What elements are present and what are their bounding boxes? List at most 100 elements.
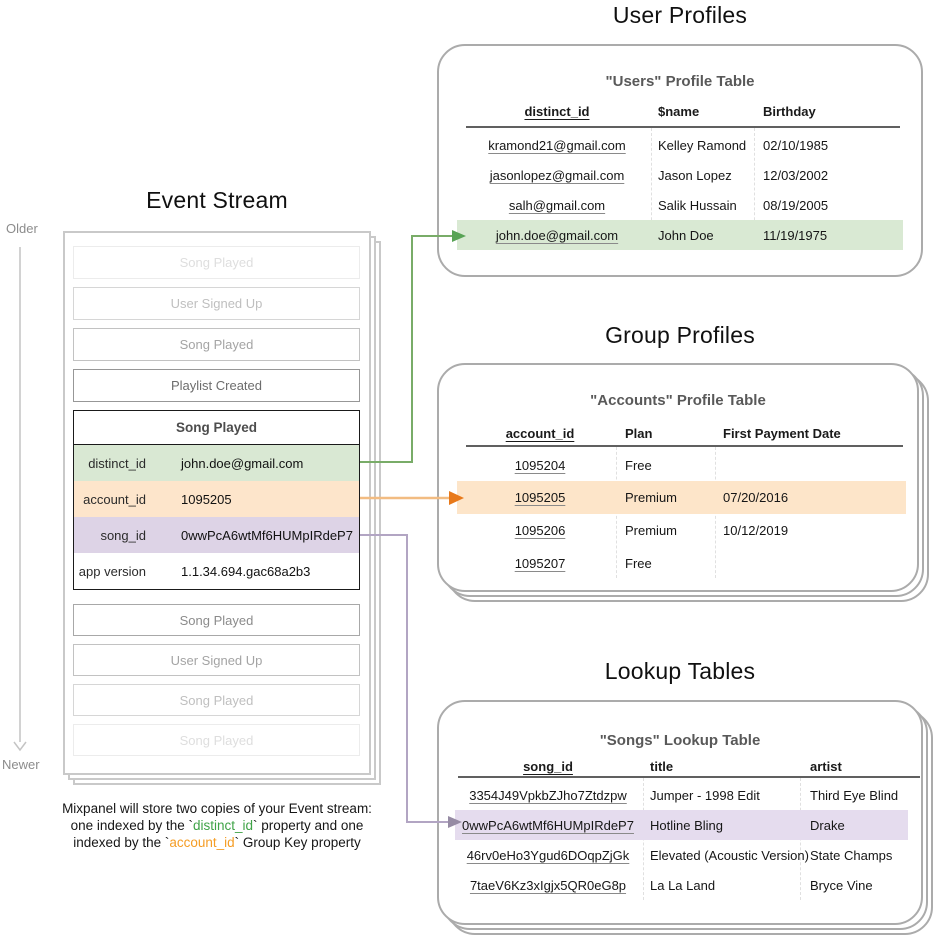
table-row: 46rv0eHo3Ygud6DOqpZjGk Elevated (Acousti…: [455, 840, 908, 870]
event-label: User Signed Up: [170, 296, 263, 311]
event-box: Song Played: [73, 246, 360, 279]
accounts-table-title: "Accounts" Profile Table: [590, 392, 766, 409]
cell-artist: State Champs: [810, 847, 893, 863]
event-box: Song Played: [73, 684, 360, 716]
songs-table-title: "Songs" Lookup Table: [599, 732, 761, 749]
property-value: 0wwPcA6wtMf6HUMpIRdeP7: [181, 527, 353, 543]
lookup-tables-title: Lookup Tables: [604, 658, 756, 684]
event-box: Playlist Created: [73, 369, 360, 402]
cell-name: Jason Lopez: [658, 167, 732, 183]
cell-account-id: 1095206: [514, 523, 566, 538]
cell-artist: Drake: [810, 817, 845, 833]
event-property-row-account-id: account_id 1095205: [74, 481, 359, 517]
cell-title: Elevated (Acoustic Version): [650, 847, 809, 863]
caption-line3-pre: indexed by the `: [73, 835, 170, 850]
cell-title: La La Land: [650, 877, 716, 893]
event-label: User Signed Up: [170, 652, 263, 668]
cell-distinct-id: john.doe@gmail.com: [495, 227, 619, 243]
table-row: salh@gmail.com Salik Hussain 08/19/2005: [457, 190, 903, 220]
cell-artist: Third Eye Blind: [810, 787, 899, 803]
table-row: jasonlopez@gmail.com Jason Lopez 12/03/2…: [457, 160, 903, 190]
songs-table-header: song_id title artist: [455, 757, 908, 775]
songs-header-rule: [458, 776, 920, 778]
cell-first-payment-date: 07/20/2016: [723, 490, 789, 505]
cell-birthday: 02/10/1985: [763, 137, 829, 153]
cell-distinct-id: kramond21@gmail.com: [488, 137, 626, 153]
caption-line2-pre: one indexed by the `: [70, 818, 193, 833]
caption: Mixpanel will store two copies of your E…: [15, 800, 419, 851]
table-row: 1095204 Free: [457, 449, 906, 481]
cell-distinct-id: jasonlopez@gmail.com: [489, 167, 625, 183]
event-label: Song Played: [179, 337, 254, 352]
cell-birthday: 12/03/2002: [763, 167, 829, 183]
cell-distinct-id: salh@gmail.com: [508, 197, 606, 213]
property-key: account_id: [83, 491, 146, 507]
cell-title: Jumper - 1998 Edit: [650, 787, 760, 803]
event-box: User Signed Up: [73, 644, 360, 676]
cell-song-id: 0wwPcA6wtMf6HUMpIRdeP7: [462, 817, 634, 833]
users-table-header: distinct_id $name Birthday: [457, 102, 903, 120]
cell-account-id: 1095205: [514, 490, 566, 505]
older-label: Older: [6, 221, 38, 236]
event-property-row-song-id: song_id 0wwPcA6wtMf6HUMpIRdeP7: [74, 517, 359, 553]
caption-distinct-id: distinct_id: [192, 818, 254, 833]
event-label: Playlist Created: [170, 378, 263, 393]
caption-account-id: account_id: [169, 835, 235, 850]
column-header-plan: Plan: [625, 425, 653, 441]
caption-line2-post: ` property and one: [253, 818, 364, 833]
event-box: Song Played: [73, 724, 360, 756]
cell-song-id: 46rv0eHo3Ygud6DOqpZjGk: [466, 847, 630, 863]
column-separator: [651, 128, 652, 250]
users-table-title: "Users" Profile Table: [605, 73, 755, 90]
column-header-song-id: song_id: [523, 758, 573, 774]
cell-account-id: 1095204: [514, 457, 566, 473]
caption-line1: Mixpanel will store two copies of your E…: [62, 801, 372, 816]
event-stream-title: Event Stream: [146, 187, 288, 213]
cell-song-id: 7taeV6Kz3xIgjx5QR0eG8p: [469, 877, 627, 893]
accounts-header-rule: [466, 445, 903, 447]
event-label: Song Played: [179, 255, 254, 270]
property-key: song_id: [100, 527, 146, 543]
accounts-table-header: account_id Plan First Payment Date: [457, 424, 906, 442]
column-header-first-payment-date: First Payment Date: [723, 425, 841, 441]
table-row: kramond21@gmail.com Kelley Ramond 02/10/…: [457, 130, 903, 160]
table-row-highlighted: john.doe@gmail.com John Doe 11/19/1975: [457, 220, 903, 250]
event-box: Song Played: [73, 604, 360, 636]
newer-label: Newer: [2, 757, 40, 772]
property-value: john.doe@gmail.com: [181, 455, 304, 471]
column-separator: [754, 128, 755, 250]
column-header-title: title: [650, 758, 674, 774]
table-row-highlighted: 1095205 Premium 07/20/2016: [457, 481, 906, 514]
cell-birthday: 08/19/2005: [763, 197, 829, 213]
cell-plan: Free: [625, 457, 652, 473]
cell-account-id: 1095207: [514, 555, 566, 571]
cell-artist: Bryce Vine: [810, 877, 873, 893]
table-row: 3354J49VpkbZJho7Ztdzpw Jumper - 1998 Edi…: [455, 780, 908, 810]
event-label: Song Played: [179, 612, 254, 628]
cell-name: Kelley Ramond: [658, 137, 747, 153]
cell-name: Salik Hussain: [658, 197, 737, 213]
property-key: app version: [78, 563, 146, 579]
cell-birthday: 11/19/1975: [763, 227, 828, 243]
column-header-birthday: Birthday: [763, 103, 816, 119]
event-property-row-app-version: app version 1.1.34.694.gac68a2b3: [74, 553, 359, 589]
caption-line3-post: ` Group Key property: [234, 835, 361, 850]
cell-plan: Free: [625, 555, 652, 571]
table-row-highlighted: 0wwPcA6wtMf6HUMpIRdeP7 Hotline Bling Dra…: [455, 810, 908, 840]
cell-plan: Premium: [625, 490, 678, 505]
cell-song-id: 3354J49VpkbZJho7Ztdzpw: [469, 787, 627, 803]
property-key: distinct_id: [88, 455, 146, 471]
cell-first-payment-date: 10/12/2019: [723, 523, 789, 538]
event-box: User Signed Up: [73, 287, 360, 320]
users-header-rule: [466, 126, 900, 128]
group-profiles-title: Group Profiles: [605, 322, 755, 348]
table-row: 1095206 Premium 10/12/2019: [457, 514, 906, 547]
accounts-profile-card: [437, 363, 919, 592]
user-profiles-title: User Profiles: [612, 2, 748, 28]
column-header-artist: artist: [810, 758, 842, 774]
property-value: 1095205: [181, 491, 232, 507]
cell-name: John Doe: [658, 227, 714, 243]
column-header-distinct-id: distinct_id: [524, 103, 590, 119]
table-row: 7taeV6Kz3xIgjx5QR0eG8p La La Land Bryce …: [455, 870, 908, 900]
